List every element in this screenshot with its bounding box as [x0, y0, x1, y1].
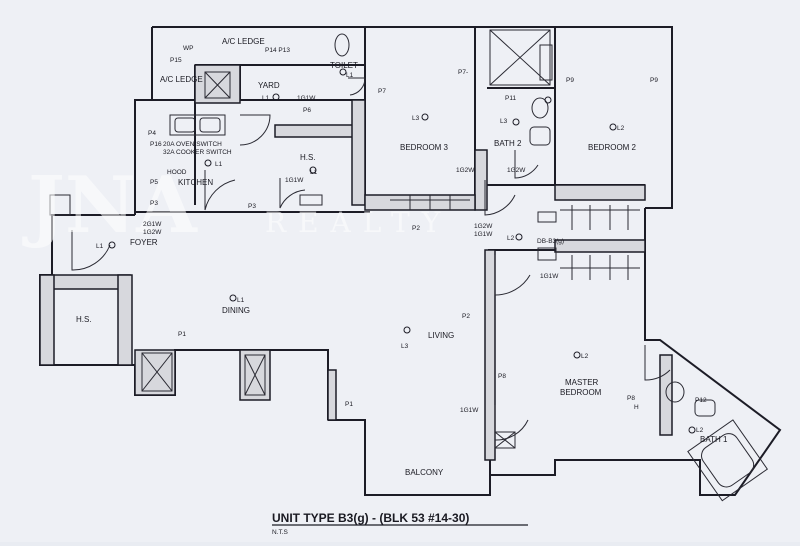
- room-dining: DINING: [222, 306, 250, 315]
- label-l1-d: L1: [310, 169, 318, 176]
- label-l1-b: L1: [262, 95, 270, 102]
- label-p9-b: P9: [650, 77, 658, 84]
- label-p6: P6: [303, 107, 311, 114]
- watermark-logo: JNA: [22, 160, 198, 251]
- room-bath-1: BATH 1: [700, 435, 728, 444]
- label-p1-b: P1: [345, 401, 353, 408]
- room-hs-kitchen: H.S.: [300, 153, 316, 162]
- room-labels: A/C LEDGE A/C LEDGE YARD TOILET BEDROOM …: [76, 37, 728, 477]
- label-2g1w: 2G1W: [143, 221, 162, 228]
- label-l2-a: L2: [617, 125, 625, 132]
- label-1g2w-a: 1G2W: [456, 167, 475, 174]
- label-oven-switch: 20A OVEN SWITCH: [163, 141, 222, 148]
- room-hs-main: H.S.: [76, 315, 92, 324]
- fixtures: [49, 29, 769, 502]
- room-kitchen: KITCHEN: [178, 178, 213, 187]
- label-p4: P4: [148, 130, 156, 137]
- room-master-1: MASTER: [565, 378, 599, 387]
- label-l1-a: L1: [346, 72, 354, 79]
- label-p2-a: P2: [412, 225, 420, 232]
- label-p11: P11: [505, 95, 516, 102]
- plan-title: UNIT TYPE B3(g) - (BLK 53 #14-30): [272, 511, 469, 525]
- label-p15: P15: [170, 57, 182, 64]
- room-living: LIVING: [428, 331, 454, 340]
- label-p5: P5: [150, 179, 158, 186]
- label-cooker-switch: 32A COOKER SWITCH: [163, 149, 232, 156]
- room-yard: YARD: [258, 81, 280, 90]
- scale-note: N.T.S: [272, 529, 289, 536]
- label-l3-c: L3: [401, 343, 409, 350]
- room-ac-ledge-left: A/C LEDGE: [160, 75, 203, 84]
- label-p12: P12: [695, 397, 707, 404]
- room-bath-2: BATH 2: [494, 139, 522, 148]
- label-p14-p13: P14 P13: [265, 47, 290, 54]
- label-1g2w-b: 1G2W: [507, 167, 526, 174]
- label-1g1w-d: 1G1W: [540, 273, 559, 280]
- door-swings: [71, 77, 671, 441]
- label-p8-a: P8: [498, 373, 506, 380]
- watermark-sub: REALTY: [265, 206, 452, 239]
- label-1g2w-c: 1G2W: [474, 223, 493, 230]
- label-l3-b: L3: [500, 118, 508, 125]
- room-bedroom-3: BEDROOM 3: [400, 143, 449, 152]
- label-h: H: [634, 404, 639, 411]
- label-p8-b: P8: [627, 395, 635, 402]
- label-1g1w-c: 1G1W: [474, 231, 493, 238]
- room-master-2: BEDROOM: [560, 388, 602, 397]
- label-hood: HOOD: [167, 169, 187, 176]
- label-1g1w-a: 1G1W: [297, 95, 316, 102]
- label-l1-c: L1: [215, 161, 223, 168]
- label-p7-a: P7: [378, 88, 386, 95]
- label-1g2w-e: 1G2W: [143, 229, 162, 236]
- electrical-labels: P15 P14 P13 WP P7 P7- P9 P9 P11 P4 P16 2…: [96, 45, 707, 434]
- room-foyer: FOYER: [130, 238, 158, 247]
- label-p9-a: P9: [566, 77, 574, 84]
- label-p16: P16: [150, 141, 162, 148]
- label-l2-d: L2: [696, 427, 704, 434]
- label-p3-b: P3: [248, 203, 256, 210]
- label-db: DB-B3(g): [537, 238, 564, 245]
- label-wp: WP: [183, 45, 193, 52]
- label-p7-b: P7-: [458, 69, 468, 76]
- room-balcony: BALCONY: [405, 468, 444, 477]
- light-points: [108, 68, 696, 434]
- label-l1-f: L1: [237, 297, 245, 304]
- label-l2-c: L2: [581, 353, 589, 360]
- label-l1-e: L1: [96, 243, 104, 250]
- label-1g1w-e: 1G1W: [460, 407, 479, 414]
- label-p2-b: P2: [462, 313, 470, 320]
- label-l2-b: L2: [507, 235, 515, 242]
- label-p3-a: P3: [150, 200, 158, 207]
- label-p1-a: P1: [178, 331, 186, 338]
- room-ac-ledge-top: A/C LEDGE: [222, 37, 265, 46]
- label-l3-a: L3: [412, 115, 420, 122]
- room-toilet: TOILET: [330, 61, 358, 70]
- label-1g1w-b: 1G1W: [285, 177, 304, 184]
- room-bedroom-2: BEDROOM 2: [588, 143, 637, 152]
